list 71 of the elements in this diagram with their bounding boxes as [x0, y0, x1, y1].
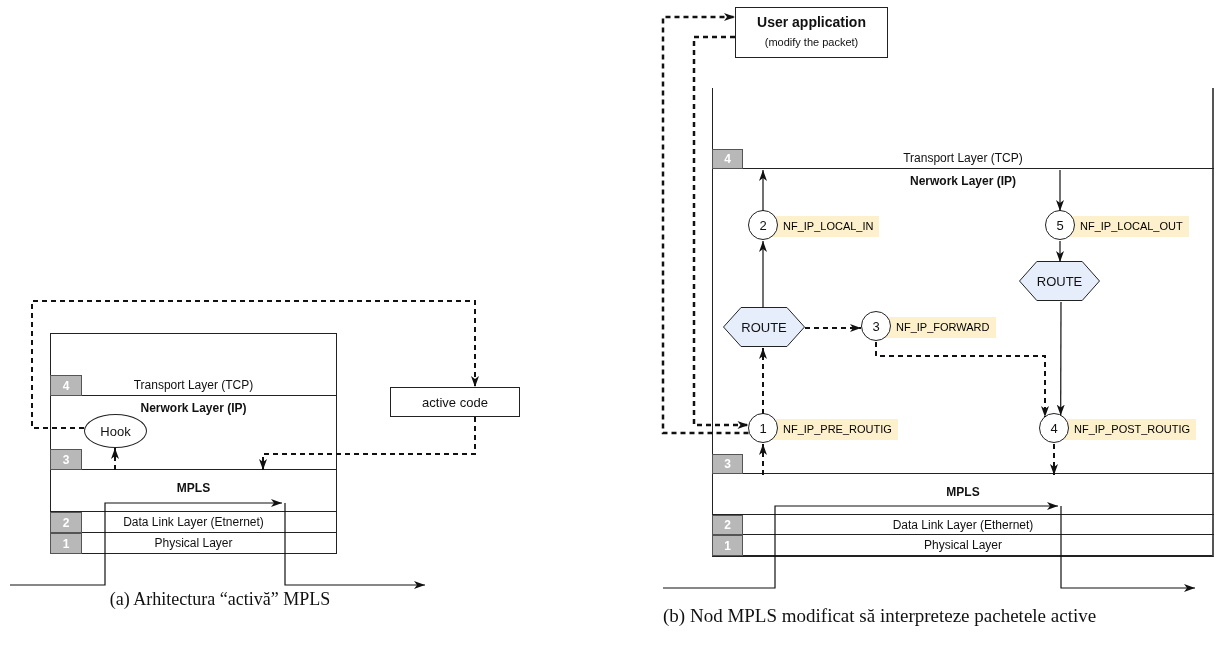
layer-number-badge — [712, 454, 743, 474]
layer-title: Nerwork Layer (IP) — [910, 174, 1016, 188]
arrow — [1056, 301, 1065, 417]
layer-number-badge — [50, 512, 82, 533]
process-box — [390, 387, 520, 417]
hook-ellipse — [84, 414, 147, 448]
dashed-arrow — [875, 341, 1049, 418]
protocol-stack-frame — [50, 333, 337, 554]
dashed-arrow — [804, 324, 862, 332]
hook-circle — [1039, 413, 1069, 443]
layer-number-badge — [712, 535, 743, 556]
box-label: active code — [422, 394, 488, 410]
hook-circle — [861, 311, 891, 341]
hook-circle — [748, 413, 778, 443]
layer-title: Nerwork Layer (IP) — [140, 401, 247, 415]
arrow — [1056, 240, 1064, 263]
protocol-stack-frame — [712, 88, 1214, 557]
layer-number-badge — [712, 515, 743, 535]
dashed-arrow — [259, 416, 476, 471]
arrow — [662, 502, 1059, 589]
layer-title: Transport Layer (TCP) — [133, 378, 254, 392]
arrow — [9, 499, 283, 586]
layer-number: 4 — [724, 152, 731, 166]
arrow — [759, 240, 767, 309]
layer-band — [712, 515, 1214, 535]
box-note: (modify the packet) — [764, 36, 859, 48]
dashed-arrow — [1050, 443, 1058, 476]
layer-number: 4 — [62, 378, 70, 393]
layer-number: 3 — [724, 457, 731, 471]
layer-title: Data Link Layer (Etnernet) — [123, 514, 264, 531]
layer-number: 2 — [724, 518, 731, 532]
layer-number: 3 — [62, 452, 70, 467]
layer-number-badge — [50, 449, 82, 470]
layer-title: MPLS — [946, 485, 980, 499]
hook-number: 5 — [1056, 217, 1064, 233]
layer-title: MPLS — [176, 481, 211, 495]
route-hexagon — [723, 307, 805, 347]
hook-number: 4 — [1050, 420, 1058, 436]
arrow — [759, 169, 767, 212]
layer-title: Physical Layer — [924, 537, 1002, 554]
layer-number: 1 — [724, 538, 731, 553]
dashed-arrow — [759, 443, 767, 476]
dashed-arrow — [111, 447, 119, 471]
dashed-arrow — [692, 35, 749, 430]
process-box — [735, 7, 888, 58]
layer-band — [50, 512, 337, 533]
box-label: User application — [757, 14, 866, 30]
layer-number: 1 — [62, 536, 70, 551]
layer-number-badge — [50, 533, 82, 554]
hook-number: 3 — [872, 318, 880, 334]
layer-number-badge — [50, 375, 82, 396]
figure-caption: (a) Arhitectura “activă” MPLS — [108, 588, 332, 611]
dashed-arrow — [661, 13, 749, 435]
layer-title: Physical Layer — [154, 535, 233, 552]
route-label: ROUTE — [1036, 273, 1083, 289]
route-label: ROUTE — [741, 319, 787, 335]
hook-circle — [748, 210, 778, 240]
layer-number-badge — [712, 149, 743, 169]
layer-number: 2 — [62, 515, 70, 530]
layer-title: Data Link Layer (Ethernet) — [892, 517, 1034, 534]
hook-number: 1 — [759, 420, 767, 436]
layer-title: Transport Layer (TCP) — [903, 151, 1023, 165]
dashed-arrow — [31, 300, 479, 429]
arrow — [284, 502, 426, 589]
route-hexagon — [1019, 261, 1100, 301]
dashed-arrow — [759, 347, 767, 415]
hook-label: Hook — [100, 423, 131, 439]
arrow — [1060, 505, 1196, 592]
arrow — [1056, 169, 1064, 212]
hook-circle — [1045, 210, 1075, 240]
figure-caption: (b) Nod MPLS modificat să interpreteze pachetele active — [663, 604, 1098, 628]
